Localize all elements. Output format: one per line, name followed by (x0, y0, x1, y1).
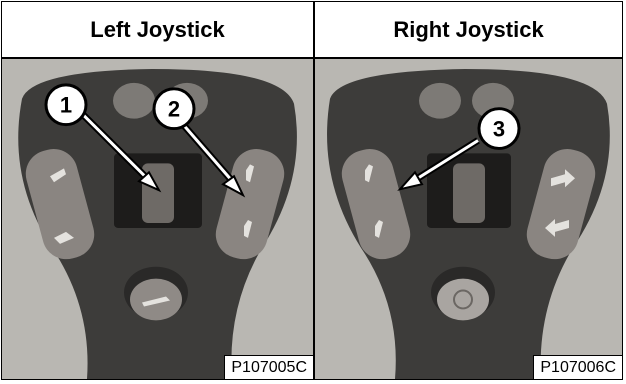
callout-2-label: 2 (168, 97, 180, 122)
left-panel-title: Left Joystick (2, 2, 313, 59)
callout-3-label: 3 (493, 117, 505, 142)
left-joystick-panel: Left Joystick (2, 2, 315, 379)
callout-1-label: 1 (60, 93, 72, 118)
left-figure-code: P107005C (224, 355, 313, 379)
right-panel-title: Right Joystick (315, 2, 622, 59)
left-joystick-photo: 1 2 P107005C (2, 59, 313, 379)
right-joystick-panel: Right Joystick (315, 2, 622, 379)
right-joystick-photo: 3 P107006C (315, 59, 622, 379)
left-joystick-image: 1 2 (2, 59, 313, 379)
right-figure-code: P107006C (533, 355, 622, 379)
right-joystick-image: 3 (315, 59, 622, 379)
